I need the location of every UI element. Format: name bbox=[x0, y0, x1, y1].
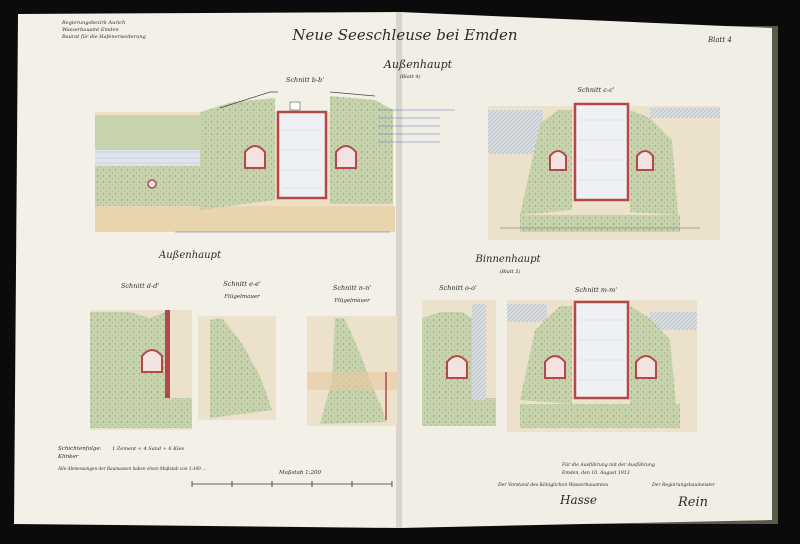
group-bottom-left-title: Außenhaupt bbox=[158, 250, 222, 261]
section-n-sub: Flügelmauer bbox=[333, 298, 370, 304]
section-e-label: Schnitt e-e' bbox=[223, 280, 261, 288]
section-o: Schnitt o-o' bbox=[422, 284, 496, 426]
section-e: Schnitt e-e' Flügelmauer bbox=[198, 280, 276, 420]
legend-note: Alle Abmessungen der Baumassen haben ein… bbox=[57, 466, 206, 471]
approval-line-2: Emden, den 10. August 1913 bbox=[561, 470, 630, 476]
approval-line-1: Für die Ausführung mit der Ausführung bbox=[561, 462, 655, 468]
section-d: Schnitt d-d' bbox=[90, 282, 192, 430]
approval-line-4: Der Regierungsbaumeister bbox=[651, 482, 716, 488]
scale-bar bbox=[191, 481, 393, 487]
header-note-2: Wasserbauamt Emden bbox=[62, 27, 119, 33]
section-n-label: Schnitt n-n' bbox=[333, 284, 371, 292]
section-b-label: Schnitt b-b' bbox=[286, 76, 324, 84]
group-top-sub: (Blatt 4) bbox=[400, 73, 421, 80]
section-c: Schnitt c-c' bbox=[488, 86, 720, 240]
header-note-1: Regierungsbezirk Aurich bbox=[61, 20, 125, 26]
group-top-title: Außenhaupt bbox=[383, 58, 453, 71]
section-o-label: Schnitt o-o' bbox=[439, 284, 477, 292]
drawing-title: Neue Seeschleuse bei Emden bbox=[291, 26, 517, 44]
section-d-label: Schnitt d-d' bbox=[121, 282, 159, 290]
header-note-3: Baurat für die Hafenerweiterung bbox=[61, 34, 146, 40]
signature-left: Hasse bbox=[559, 493, 597, 507]
section-c-label: Schnitt c-c' bbox=[577, 86, 614, 94]
group-bottom-right-sub: (Blatt 5) bbox=[500, 268, 521, 275]
group-bottom-right-title: Binnenhaupt bbox=[474, 254, 541, 265]
section-e-sub: Flügelmauer bbox=[223, 294, 260, 300]
section-b: Schnitt b-b' bbox=[95, 76, 455, 233]
section-n: Schnitt n-n' Flügelmauer bbox=[307, 284, 397, 426]
legend-row-1: 1 Zement + 4 Sand + 6 Kies bbox=[112, 446, 185, 452]
signature-right: Rein bbox=[677, 495, 708, 510]
gutter bbox=[396, 12, 402, 528]
legend-title: Schichtenfolge: bbox=[58, 446, 102, 452]
section-m-label: Schnitt m-m' bbox=[575, 286, 617, 294]
scale-label: Maßstab 1:200 bbox=[278, 470, 322, 476]
legend-row-2: Klinker bbox=[57, 454, 79, 460]
sheet-number: Blatt 4 bbox=[707, 36, 732, 44]
approval-line-3: Der Vorstand des Königlichen Wasserbauam… bbox=[497, 482, 609, 488]
section-m: Schnitt m-m' bbox=[507, 286, 697, 432]
